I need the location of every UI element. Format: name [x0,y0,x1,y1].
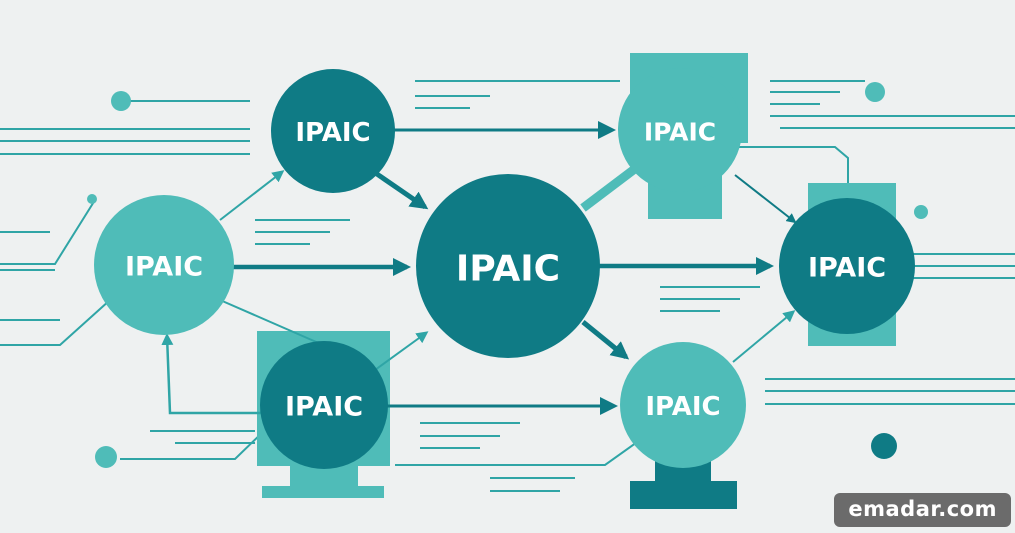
node-circle [779,198,915,334]
node-label: IPAIC [644,118,716,147]
node-label: IPAIC [295,118,370,148]
node-circle [94,195,234,335]
node-bottom-left: IPAIC [260,341,388,469]
node-label: IPAIC [456,249,560,290]
node-top-left: IPAIC [271,69,395,193]
node-label: IPAIC [285,392,363,423]
decorative-lines [0,80,1015,492]
node-circle [618,68,742,192]
node-circle [620,342,746,468]
decorative-dots [87,82,928,468]
watermark-text: emadar.com [848,497,997,521]
node-center: IPAIC [416,174,600,358]
watermark-badge: emadar.com [834,493,1011,527]
node-label: IPAIC [808,253,886,284]
node-label: IPAIC [645,392,720,422]
node-top-right: IPAIC [618,68,742,192]
node-far-right: IPAIC [779,198,915,334]
connectors [161,121,797,415]
node-bottom-right: IPAIC [620,342,746,468]
node-left: IPAIC [94,195,234,335]
node-circle [260,341,388,469]
node-circle [416,174,600,358]
node-label: IPAIC [125,252,203,283]
node-circle [271,69,395,193]
